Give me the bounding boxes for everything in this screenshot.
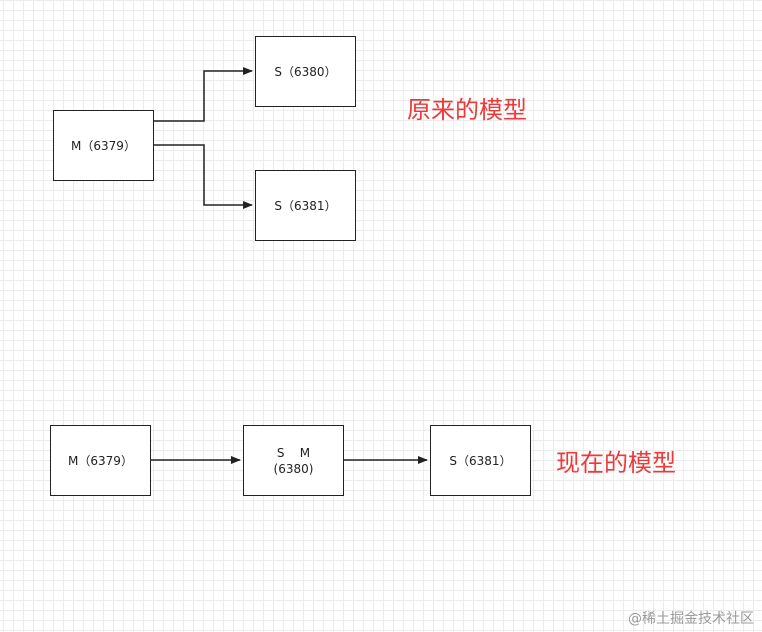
bottom-chained-roles: S M (276, 445, 311, 460)
bottom-master-node: M（6379） (50, 425, 151, 496)
watermark-text: @稀土掘金技术社区 (628, 611, 754, 627)
bottom-slave-6381-label: S（6381） (449, 453, 512, 468)
top-slave-6380-label: S（6380） (274, 64, 337, 79)
edge-master-to-slave-6381 (153, 144, 253, 209)
top-slave-6380-node: S（6380） (255, 36, 356, 107)
bottom-chained-node: S M (6380) (243, 425, 344, 496)
bottom-master-label: M（6379） (68, 453, 133, 468)
top-master-node: M（6379） (53, 110, 154, 181)
bottom-chained-port: (6380) (273, 461, 314, 476)
bottom-model-title: 现在的模型 (556, 449, 676, 477)
bottom-slave-6381-node: S（6381） (430, 425, 531, 496)
edge-master-to-slave-6380 (153, 67, 253, 122)
top-model-title: 原来的模型 (407, 96, 527, 124)
top-master-label: M（6379） (71, 138, 136, 153)
top-slave-6381-node: S（6381） (255, 170, 356, 241)
top-slave-6381-label: S（6381） (274, 198, 337, 213)
